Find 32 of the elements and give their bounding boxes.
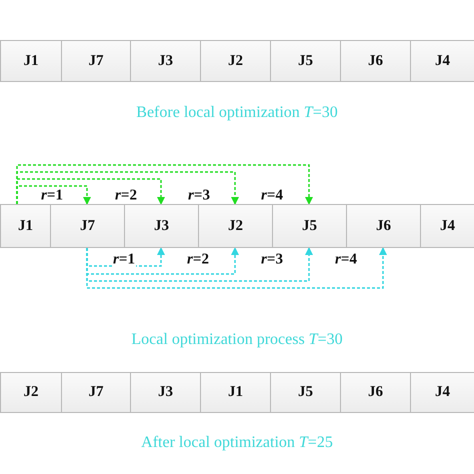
job-cell: J2: [200, 40, 271, 82]
job-cell: J4: [420, 204, 474, 248]
arrow: [86, 247, 165, 267]
job-cell: J4: [410, 40, 474, 82]
job-cell: J7: [61, 40, 131, 82]
job-cell: J5: [272, 204, 347, 248]
caption: After local optimization T=25: [141, 434, 333, 451]
job-cell: J7: [50, 204, 125, 248]
arrow: [86, 247, 239, 275]
job-cell: J2: [198, 204, 273, 248]
job-cell: J3: [124, 204, 199, 248]
caption: Local optimization process T=30: [131, 331, 343, 348]
job-cell: J5: [270, 40, 341, 82]
job-cell: J1: [0, 40, 62, 82]
job-cell: J6: [346, 204, 421, 248]
job-cell: J1: [200, 372, 271, 413]
arrow: [16, 164, 313, 205]
arrow: [86, 247, 313, 282]
arrow: [16, 178, 165, 205]
edge-label: r=1: [112, 252, 136, 268]
job-cell: J7: [61, 372, 131, 413]
caption: Before local optimization T=30: [136, 104, 338, 121]
job-cell: J3: [130, 372, 201, 413]
job-cell: J3: [130, 40, 201, 82]
job-cell: J6: [340, 372, 411, 413]
arrow: [86, 247, 387, 289]
arrow: [16, 185, 91, 205]
job-cell: J1: [0, 204, 51, 248]
job-cell: J4: [410, 372, 474, 413]
job-cell: J2: [0, 372, 62, 413]
job-cell: J6: [340, 40, 411, 82]
job-cell: J5: [270, 372, 341, 413]
